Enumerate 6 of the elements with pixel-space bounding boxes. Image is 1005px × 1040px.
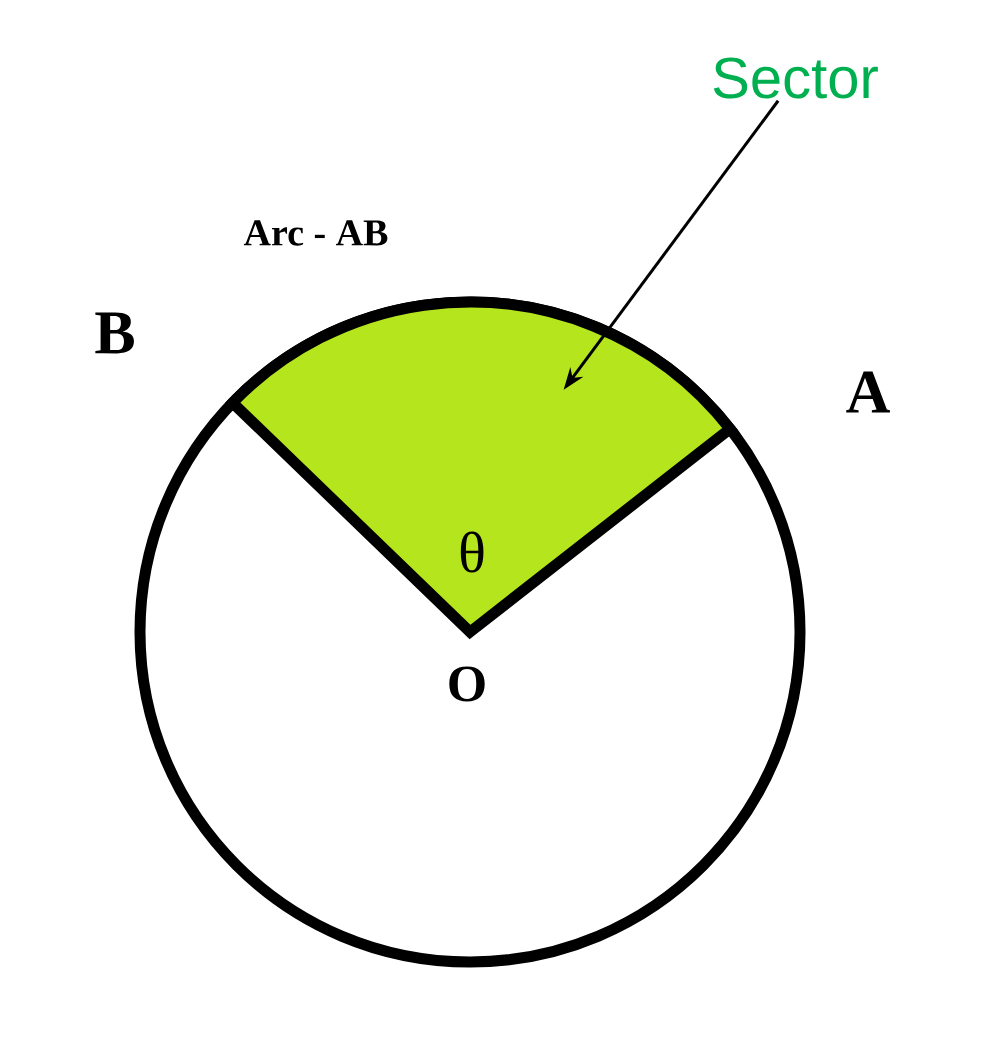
sector-shape [227, 296, 736, 638]
point-label: A [846, 371, 890, 413]
point-label: B [95, 312, 134, 354]
sector-label: Sector [713, 57, 878, 99]
angle-label: θ [460, 531, 484, 573]
arc-label: Arc - AB [243, 220, 388, 246]
